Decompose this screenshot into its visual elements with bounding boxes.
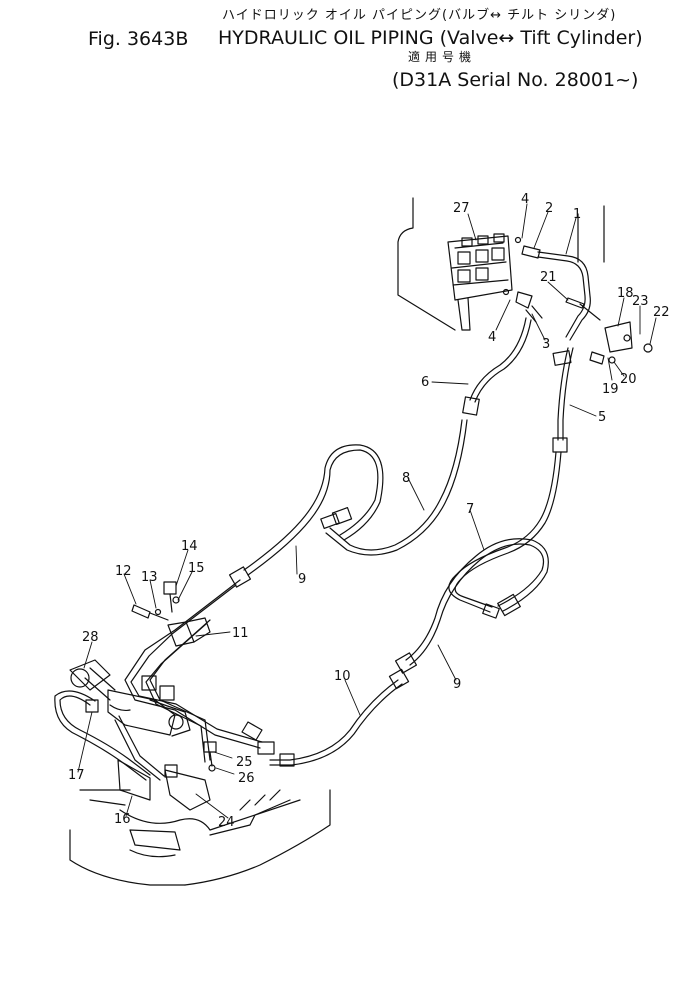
hose-9-left bbox=[228, 444, 384, 588]
pipe-10 bbox=[257, 668, 410, 767]
part-label-8: 8 bbox=[402, 471, 410, 486]
control-valve-27 bbox=[447, 233, 522, 331]
part-label-16: 16 bbox=[114, 812, 131, 827]
part-label-20: 20 bbox=[620, 372, 637, 387]
part-label-27: 27 bbox=[453, 201, 470, 216]
part-label-9-left: 9 bbox=[298, 572, 306, 587]
part-label-3: 3 bbox=[542, 337, 550, 352]
track-frame bbox=[69, 789, 331, 886]
machine-frame bbox=[397, 197, 605, 331]
hose-9-right bbox=[394, 538, 549, 674]
part-label-24: 24 bbox=[218, 815, 235, 830]
title-english: HYDRAULIC OIL PIPING (Valve↔ Tift Cylind… bbox=[218, 27, 643, 49]
title-japanese: ハイドロリック オイル パイピング(バルブ↔ チルト シリンダ) bbox=[222, 8, 617, 23]
bolts-25-26 bbox=[203, 741, 217, 772]
part-label-7: 7 bbox=[466, 502, 474, 517]
serial-number-range: (D31A Serial No. 28001~) bbox=[392, 69, 639, 91]
part-label-5: 5 bbox=[598, 410, 606, 425]
part-label-11: 11 bbox=[232, 626, 249, 641]
part-label-26: 26 bbox=[238, 771, 255, 786]
part-label-21: 21 bbox=[540, 270, 557, 285]
leader-lines bbox=[77, 203, 657, 819]
part-label-4-upper: 4 bbox=[521, 192, 529, 207]
part-label-18: 18 bbox=[617, 286, 634, 301]
part-label-19: 19 bbox=[602, 382, 619, 397]
part-label-6: 6 bbox=[421, 375, 429, 390]
part-label-12: 12 bbox=[115, 564, 132, 579]
part-label-14: 14 bbox=[181, 539, 198, 554]
part-label-22: 22 bbox=[653, 305, 670, 320]
part-label-4-lower: 4 bbox=[488, 330, 496, 345]
tilt-cylinder-28 bbox=[69, 659, 191, 737]
part-label-17: 17 bbox=[68, 768, 85, 783]
clamp-11 bbox=[167, 617, 211, 647]
hose-6 bbox=[462, 317, 532, 416]
part-label-9-right: 9 bbox=[453, 677, 461, 692]
part-label-13: 13 bbox=[141, 570, 158, 585]
hose-5 bbox=[552, 347, 574, 453]
part-label-10: 10 bbox=[334, 669, 351, 684]
pipe-7 bbox=[448, 451, 562, 619]
part-label-28: 28 bbox=[82, 630, 99, 645]
figure-number: Fig. 3643B bbox=[88, 28, 189, 50]
part-label-2: 2 bbox=[545, 201, 553, 216]
pipe-1 bbox=[537, 251, 591, 341]
tube-bundle bbox=[124, 579, 263, 763]
part-label-25: 25 bbox=[236, 755, 253, 770]
pipe-17 bbox=[54, 690, 165, 781]
pipe-8 bbox=[320, 419, 468, 556]
bracket-18-parts bbox=[565, 297, 653, 365]
part-label-15: 15 bbox=[188, 561, 205, 576]
part-label-1: 1 bbox=[573, 207, 581, 222]
bolts-12-15 bbox=[131, 581, 180, 621]
applicable-japanese: 適用号機 bbox=[408, 50, 477, 64]
bracket-16 bbox=[117, 759, 211, 811]
part-label-23: 23 bbox=[632, 294, 649, 309]
